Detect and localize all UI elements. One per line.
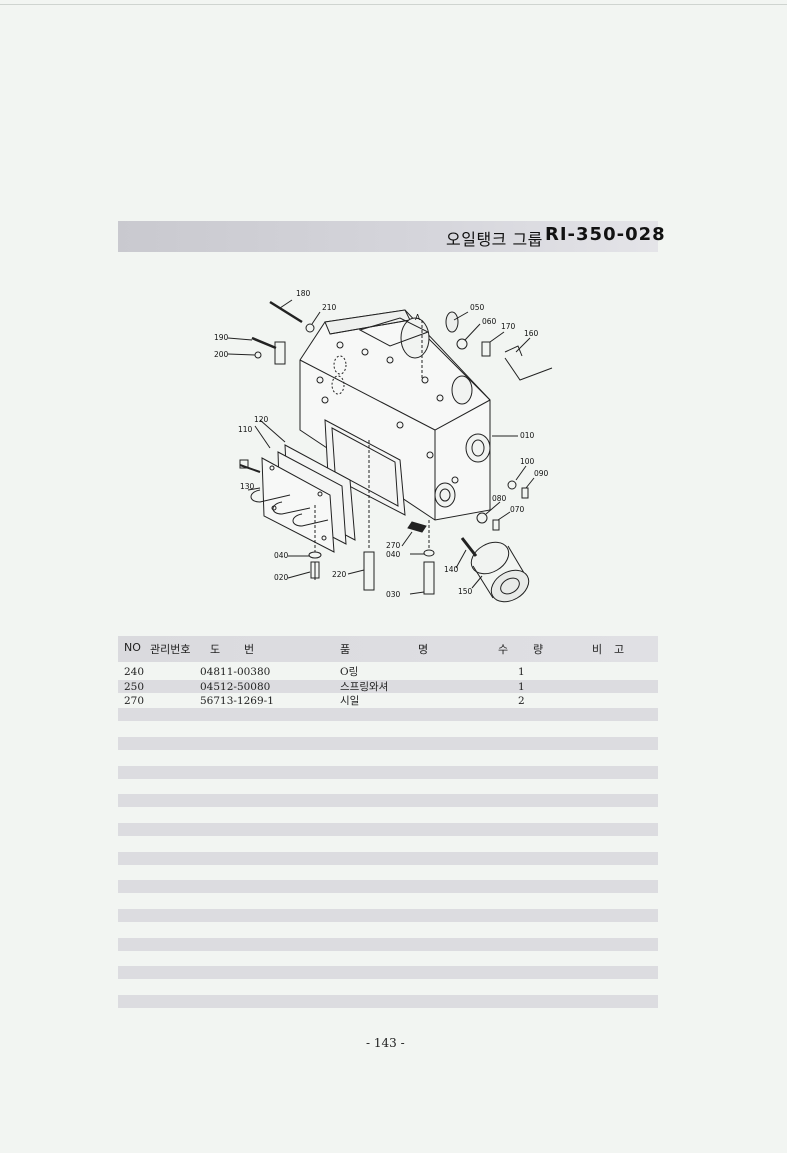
row-stripe (118, 995, 658, 1008)
label-040-left: 040 (274, 551, 289, 560)
label-040-right: 040 (386, 550, 401, 559)
label-150: 150 (458, 587, 473, 596)
col-name-1: 품 (340, 643, 351, 656)
top-edge-line (0, 4, 787, 5)
col-mgmt-no: 관리번호 (150, 643, 191, 656)
row-stripe (118, 766, 658, 779)
col-drawing-2: 번 (244, 643, 255, 656)
label-070: 070 (510, 505, 525, 514)
diagram-labels: 180 210 190 200 050 060 170 160 A 120 11… (214, 289, 549, 599)
row-stripe (118, 852, 658, 865)
label-060: 060 (482, 317, 497, 326)
table-header-bar (118, 636, 658, 662)
row-stripe (118, 938, 658, 951)
label-170: 170 (501, 322, 516, 331)
label-020: 020 (274, 573, 289, 582)
label-090: 090 (534, 469, 549, 478)
row-qty: 1 (518, 681, 525, 693)
label-210: 210 (322, 303, 337, 312)
label-180: 180 (296, 289, 311, 298)
label-050: 050 (470, 303, 485, 312)
row-part-no: 56713-1269-1 (200, 695, 274, 707)
label-100: 100 (520, 457, 535, 466)
row-no: 270 (124, 695, 145, 707)
row-no: 240 (124, 666, 145, 678)
label-160: 160 (524, 329, 539, 338)
page-number: - 143 - (366, 1036, 405, 1050)
label-080: 080 (492, 494, 507, 503)
group-code: RI-350-028 (545, 224, 666, 245)
col-remark-1: 비 (592, 643, 603, 656)
row-stripe (118, 880, 658, 893)
label-200: 200 (214, 350, 229, 359)
label-030: 030 (386, 590, 401, 599)
group-title: 오일탱크 그룹 (446, 230, 543, 249)
row-qty: 1 (518, 666, 525, 678)
col-qty-1: 수 (498, 643, 509, 656)
row-stripe (118, 909, 658, 922)
row-stripe (118, 823, 658, 836)
label-130: 130 (240, 482, 255, 491)
row-qty: 2 (518, 695, 525, 707)
row-stripe (118, 708, 658, 721)
label-140: 140 (444, 565, 459, 574)
row-stripe (118, 680, 658, 693)
row-stripe (118, 966, 658, 979)
row-part-no: 04811-00380 (200, 666, 271, 678)
row-part-name: 시일 (340, 695, 360, 707)
row-no: 250 (124, 681, 145, 693)
row-part-name: O링 (340, 666, 359, 678)
col-drawing-1: 도 (210, 643, 221, 656)
col-remark-2: 고 (614, 643, 625, 656)
row-stripe (118, 737, 658, 750)
col-name-2: 명 (418, 643, 429, 656)
label-110: 110 (238, 425, 253, 434)
header-bar (118, 221, 658, 252)
label-A: A (415, 313, 421, 322)
col-qty-2: 량 (533, 643, 544, 656)
label-220: 220 (332, 570, 347, 579)
label-270: 270 (386, 541, 401, 550)
row-stripe (118, 794, 658, 807)
col-no: NO (124, 641, 141, 654)
row-part-name: 스프링와셔 (340, 681, 389, 693)
exploded-parts-diagram: 180 210 190 200 050 060 170 160 A 120 11… (214, 289, 553, 603)
label-010: 010 (520, 431, 535, 440)
row-part-no: 04512-50080 (200, 681, 271, 693)
label-190: 190 (214, 333, 229, 342)
label-120: 120 (254, 415, 269, 424)
